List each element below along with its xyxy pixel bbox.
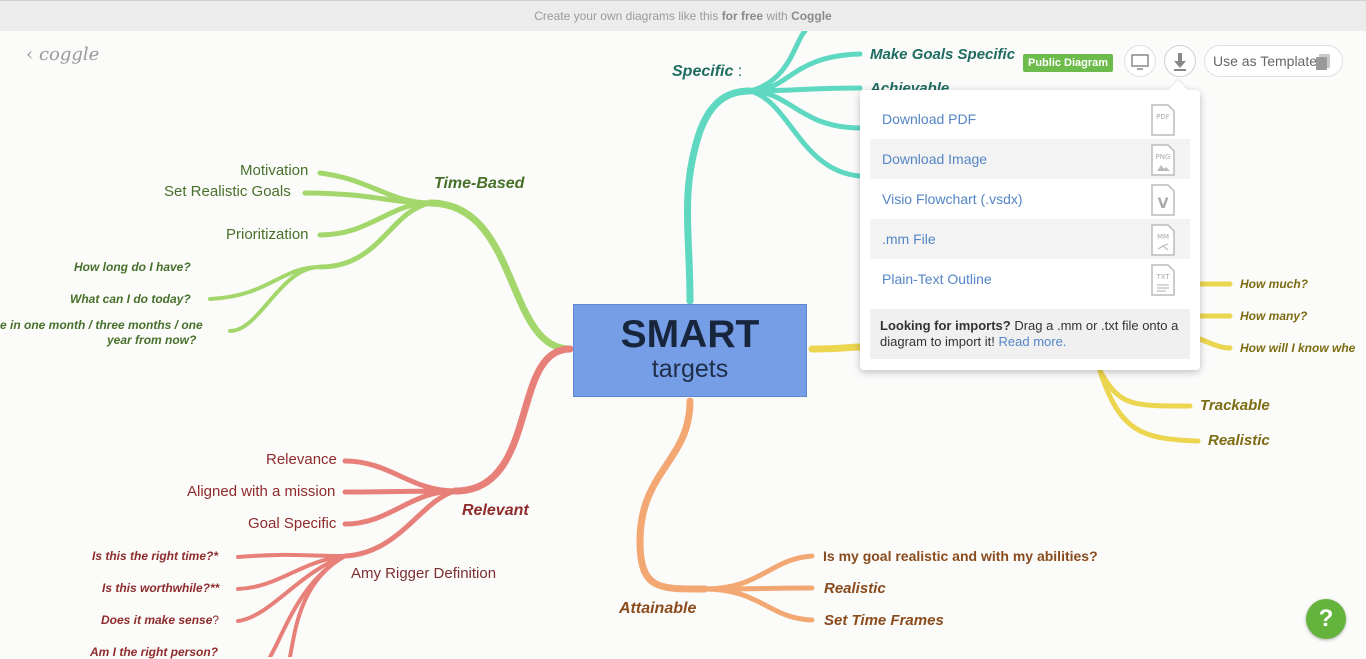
node-make-sense[interactable]: Does it make sense? <box>101 613 219 627</box>
time-based-node[interactable]: Time-Based <box>434 175 525 192</box>
svg-text:TXT: TXT <box>1155 273 1170 281</box>
banner-text: Create your own diagrams like this <box>534 9 719 23</box>
node-trackable[interactable]: Trackable <box>1200 397 1270 414</box>
node-prioritization[interactable]: Prioritization <box>226 226 309 243</box>
node-make-goals-specific[interactable]: Make Goals Specific <box>870 46 1016 63</box>
node-aligned-mission[interactable]: Aligned with a mission <box>187 483 336 500</box>
svg-text:PNG: PNG <box>1156 153 1171 161</box>
node-set-time-frames[interactable]: Set Time Frames <box>824 612 944 629</box>
node-realistic-attainable[interactable]: Realistic <box>824 580 886 597</box>
node-right-time[interactable]: Is this the right time?* <box>92 549 219 563</box>
node-how-much[interactable]: How much? <box>1240 277 1308 291</box>
node-realistic-measurable[interactable]: Realistic <box>1208 432 1270 449</box>
menu-item-mm-file[interactable]: .mm File MM <box>870 219 1190 259</box>
banner-for-free: for free <box>721 9 764 23</box>
menu-item-label: Download PDF <box>882 111 977 127</box>
svg-text:MM: MM <box>1157 233 1169 241</box>
back-chevron-icon: ‹ <box>26 44 34 65</box>
menu-item-plain-text[interactable]: Plain-Text Outline TXT <box>870 259 1190 299</box>
coggle-logo: coggle <box>38 44 100 65</box>
menu-item-visio[interactable]: Visio Flowchart (.vsdx) V <box>870 179 1190 219</box>
banner-with: with <box>766 9 788 23</box>
promo-banner[interactable]: Create your own diagrams like this for f… <box>0 0 1366 31</box>
node-year-from-now[interactable]: year from now? <box>107 333 197 347</box>
banner-brand: Coggle <box>791 9 832 23</box>
center-subtitle: targets <box>651 355 729 383</box>
visio-file-icon: V <box>1151 184 1175 216</box>
download-menu: Download PDF PDF Download Image PNG Visi… <box>860 80 1200 370</box>
measurable-branch-lines <box>808 281 1233 444</box>
node-where-one-month[interactable]: e in one month / three months / one <box>0 318 203 332</box>
specific-label: Specific <box>672 63 734 80</box>
download-button[interactable] <box>1164 45 1196 77</box>
attainable-node[interactable]: Attainable <box>619 600 697 617</box>
node-make-sense-text: Does it make sense <box>101 613 213 627</box>
node-relevance[interactable]: Relevance <box>266 451 337 468</box>
imports-note-heading: Looking for imports? <box>880 318 1011 333</box>
use-as-template-label: Use as Template <box>1213 53 1318 69</box>
node-motivation[interactable]: Motivation <box>240 162 309 179</box>
attainable-branch-lines <box>636 397 815 623</box>
download-arrow-icon <box>1174 53 1186 71</box>
node-goal-specific[interactable]: Goal Specific <box>248 515 337 532</box>
relevant-branch-lines <box>236 345 574 657</box>
menu-item-label: Visio Flowchart (.vsdx) <box>882 191 1023 207</box>
svg-text:V: V <box>1158 196 1169 212</box>
imports-note: Looking for imports? Drag a .mm or .txt … <box>870 309 1190 359</box>
menu-item-download-image[interactable]: Download Image PNG <box>870 139 1190 179</box>
specific-branch-lines <box>684 31 863 305</box>
png-file-icon: PNG <box>1151 144 1175 176</box>
center-node[interactable]: SMART targets <box>573 304 807 397</box>
imports-note-text: Drag a .mm or .txt file onto a diagram t… <box>880 318 1179 349</box>
copy-icon <box>1316 54 1330 70</box>
node-what-today[interactable]: What can I do today? <box>70 292 191 306</box>
menu-item-label: Download Image <box>882 151 988 167</box>
time-based-branch-lines <box>208 170 574 353</box>
node-set-realistic-goals[interactable]: Set Realistic Goals <box>164 183 291 200</box>
node-make-sense-mark: ? <box>212 613 220 627</box>
pdf-file-icon: PDF <box>1151 104 1175 136</box>
relevant-node[interactable]: Relevant <box>462 502 529 519</box>
node-achievable[interactable]: Achievable <box>870 80 950 90</box>
node-worthwhile[interactable]: Is this worthwhile?** <box>102 581 220 595</box>
node-goal-realistic[interactable]: Is my goal realistic and with my abiliti… <box>823 548 1098 564</box>
node-how-long[interactable]: How long do I have? <box>74 260 191 274</box>
specific-suffix: : <box>737 63 743 80</box>
menu-item-label: .mm File <box>882 231 936 247</box>
menu-item-download-pdf[interactable]: Download PDF PDF <box>870 99 1190 139</box>
node-right-person[interactable]: Am I the right person? <box>90 645 219 659</box>
node-how-many[interactable]: How many? <box>1240 309 1308 323</box>
coggle-back-link[interactable]: ‹ coggle <box>26 44 99 65</box>
mm-file-icon: MM <box>1151 224 1175 256</box>
node-how-will-i-know[interactable]: How will I know whe <box>1240 341 1356 355</box>
public-diagram-badge: Public Diagram <box>1023 54 1114 72</box>
read-more-link[interactable]: Read more. <box>998 334 1067 349</box>
center-title: SMART <box>620 313 760 356</box>
present-button[interactable] <box>1124 45 1156 77</box>
mindmap-branches <box>208 31 1233 657</box>
help-button[interactable]: ? <box>1306 599 1346 639</box>
node-amy-rigger[interactable]: Amy Rigger Definition <box>351 565 497 582</box>
use-as-template-button[interactable]: Use as Template <box>1204 45 1343 77</box>
presentation-icon <box>1131 54 1149 70</box>
menu-item-label: Plain-Text Outline <box>882 271 992 287</box>
specific-node[interactable]: Specific : <box>672 63 742 81</box>
svg-text:PDF: PDF <box>1156 113 1170 121</box>
txt-file-icon: TXT <box>1151 264 1175 296</box>
